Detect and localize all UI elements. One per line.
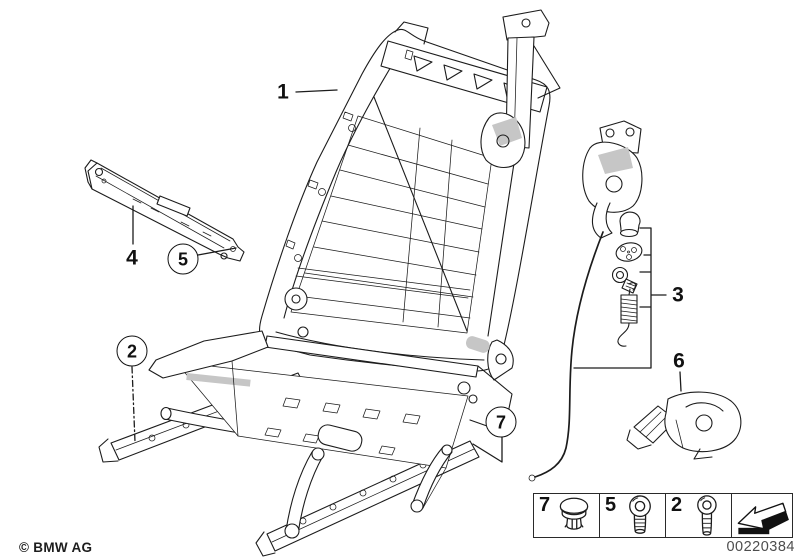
image-number: 00220384 xyxy=(726,539,795,555)
callout-6[interactable]: 6 xyxy=(673,349,685,373)
direction-arrow-icon xyxy=(733,496,791,536)
clip-rivet-icon xyxy=(551,495,597,536)
fastener-legend: 7 5 xyxy=(533,493,793,538)
socket-head-screw-long-icon xyxy=(683,494,729,537)
legend-cell-arrow[interactable] xyxy=(732,494,792,537)
legend-label-5: 5 xyxy=(605,494,617,516)
seat-lock-drawing xyxy=(626,391,742,460)
socket-head-screw-icon xyxy=(617,495,663,536)
callout-5[interactable]: 5 xyxy=(167,243,199,275)
right-slide-rail xyxy=(266,440,480,552)
callout-leader-lines xyxy=(131,89,682,463)
copyright-text: © BMW AG xyxy=(19,540,93,555)
leader-line-7 xyxy=(472,435,503,463)
callout-1[interactable]: 1 xyxy=(277,80,289,104)
seat-base-drawing xyxy=(98,330,513,557)
callout-7[interactable]: 7 xyxy=(485,406,517,438)
tension-spring-drawing xyxy=(617,282,638,347)
mounting-rail-part-drawing xyxy=(84,159,245,262)
backrest-frame-drawing xyxy=(258,9,561,381)
legend-cell-5[interactable]: 5 xyxy=(600,494,666,537)
bowden-cable xyxy=(534,231,604,478)
callout-2[interactable]: 2 xyxy=(116,335,148,367)
leader-bracket-3 xyxy=(573,227,667,369)
leader-line-5 xyxy=(197,247,237,256)
legend-label-2: 2 xyxy=(671,494,683,516)
legend-cell-7[interactable]: 7 xyxy=(534,494,600,537)
backrest-lock-cable-drawing xyxy=(528,120,643,482)
fastener-spring-set-drawing xyxy=(611,211,643,347)
leader-line-1 xyxy=(295,89,338,93)
leader-line-2 xyxy=(131,366,136,443)
legend-label-7: 7 xyxy=(539,494,551,516)
callout-3[interactable]: 3 xyxy=(672,283,684,307)
leader-line-6 xyxy=(679,371,682,392)
callout-4[interactable]: 4 xyxy=(126,246,138,270)
legend-cell-2[interactable]: 2 xyxy=(666,494,732,537)
